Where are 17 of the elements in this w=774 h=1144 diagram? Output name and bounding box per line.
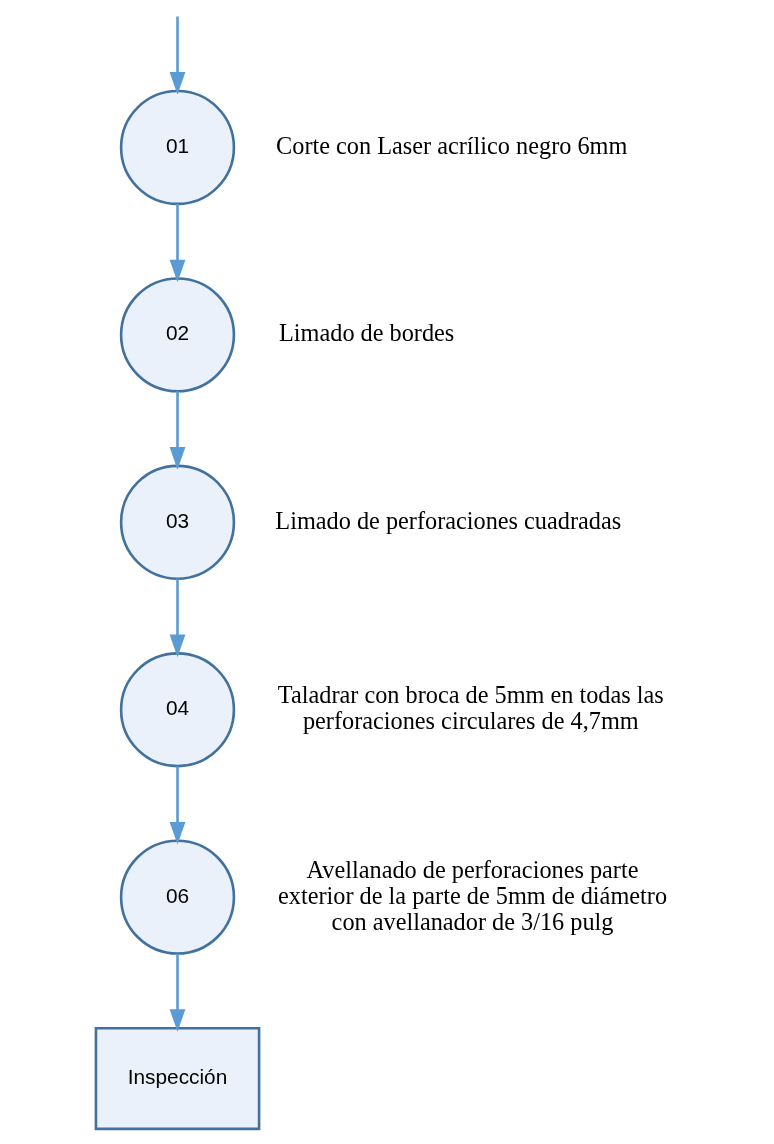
arrow <box>169 578 185 658</box>
arrow <box>169 766 185 845</box>
node-label: Limado de perforaciones cuadradas <box>274 506 621 534</box>
node-circle: 02 <box>119 277 235 393</box>
arrow <box>169 16 185 95</box>
node-label: Avellanado de perforaciones parte exterior de la parte de 5mm de diámetro con avellanador de 3/16 pulg <box>277 855 667 935</box>
node-circle: 06 <box>119 839 235 955</box>
node-label: Corte con Laser acrílico negro 6mm <box>275 131 627 159</box>
node-circle: 03 <box>119 464 235 580</box>
node-circle: 04 <box>119 652 235 768</box>
node-circle: 01 <box>119 89 235 206</box>
arrow <box>169 391 185 470</box>
arrow <box>169 203 185 283</box>
arrow <box>169 953 185 1032</box>
node-label: Taladrar con broca de 5mm en todas las perforaciones circulares de 4,7mm <box>277 681 664 735</box>
node-box: Inspección <box>94 1026 260 1131</box>
node-label: Limado de bordes <box>278 319 454 347</box>
